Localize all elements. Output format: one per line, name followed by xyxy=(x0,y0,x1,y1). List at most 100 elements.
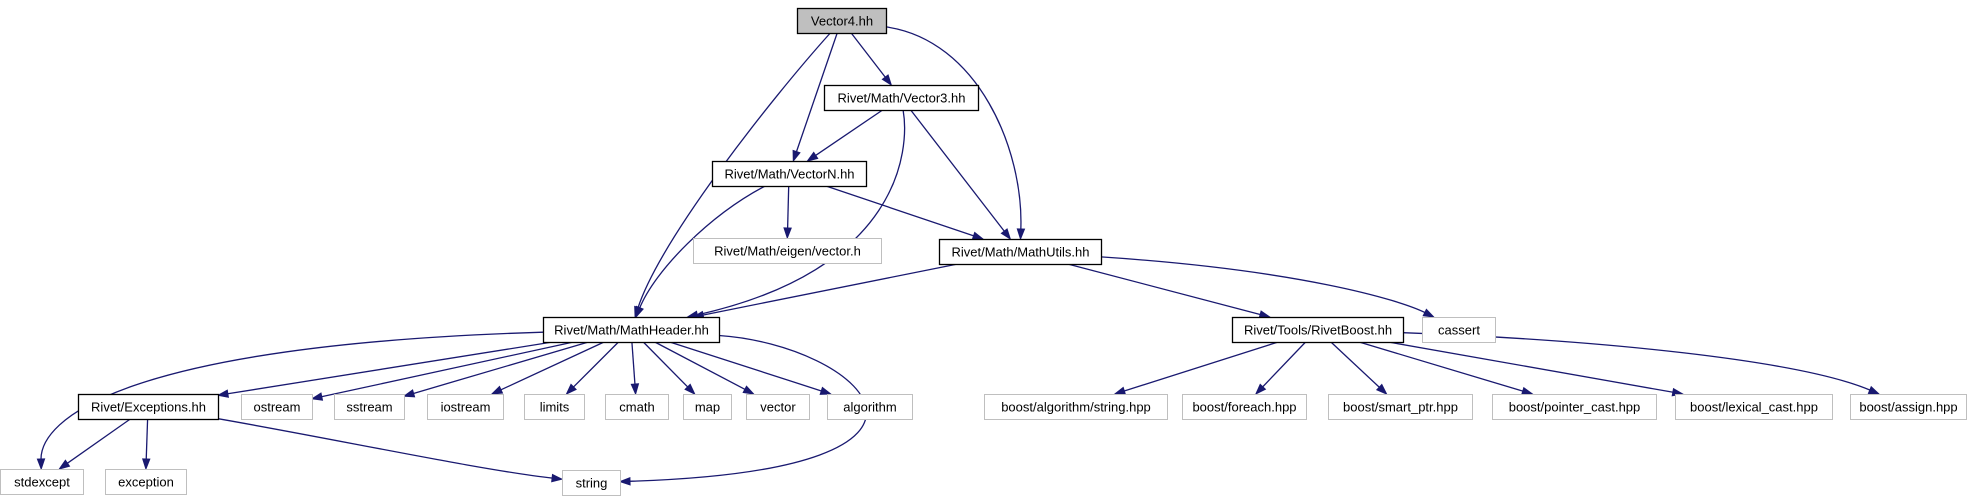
node-box xyxy=(1675,394,1833,420)
node-label: boost/pointer_cast.hpp xyxy=(1509,400,1641,415)
node-vector4[interactable]: Vector4.hh xyxy=(796,7,888,35)
node-label: Rivet/Math/MathHeader.hh xyxy=(554,323,709,338)
edge-line xyxy=(1067,263,1262,316)
node-rivetboost[interactable]: Rivet/Tools/RivetBoost.hh xyxy=(1231,316,1405,344)
node-label: cmath xyxy=(619,400,654,415)
node-string: string xyxy=(562,470,621,496)
node-ostream: ostream xyxy=(241,394,313,420)
edge-mathheader-to-map xyxy=(642,341,696,396)
edge-vector4-to-vectorn xyxy=(792,32,838,163)
edge-line xyxy=(572,341,619,389)
node-label: limits xyxy=(540,400,570,415)
edge-rivetboost-to-blexicalcast xyxy=(1388,341,1685,397)
node-bsmartptr: boost/smart_ptr.hpp xyxy=(1328,394,1473,420)
node-box xyxy=(938,238,1103,266)
node-label: sstream xyxy=(346,400,392,415)
node-box xyxy=(334,394,405,420)
node-box xyxy=(823,84,980,112)
node-label: string xyxy=(576,476,608,491)
edge-line xyxy=(850,32,887,79)
edge-exceptions-to-exception xyxy=(142,418,151,471)
edge-line xyxy=(696,109,906,316)
edge-mathutils-to-cassert xyxy=(1100,256,1436,318)
node-vector3[interactable]: Rivet/Math/Vector3.hh xyxy=(823,84,980,112)
node-box xyxy=(524,394,585,420)
edge-vector3-to-mathheader xyxy=(686,109,906,319)
node-mathutils[interactable]: Rivet/Math/MathUtils.hh xyxy=(938,238,1103,266)
edge-exceptions-to-stdexcept xyxy=(58,418,131,470)
node-label: Rivet/Tools/RivetBoost.hh xyxy=(1244,323,1392,338)
edge-line xyxy=(412,341,589,395)
arrow-head-icon xyxy=(635,305,644,319)
node-mathheader[interactable]: Rivet/Math/MathHeader.hh xyxy=(542,316,721,344)
node-stdexcept: stdexcept xyxy=(0,469,84,495)
edge-line xyxy=(814,109,883,157)
edge-mathheader-to-stdexcept xyxy=(36,331,544,471)
arrow-head-icon xyxy=(1113,386,1127,395)
node-box xyxy=(1231,316,1405,344)
node-label: boost/foreach.hpp xyxy=(1192,400,1296,415)
node-bstring: boost/algorithm/string.hpp xyxy=(984,394,1168,420)
node-box xyxy=(711,160,868,188)
node-box xyxy=(241,394,313,420)
edge-line xyxy=(1100,256,1426,314)
edge-rivetboost-to-bstring xyxy=(1113,341,1279,395)
node-label: boost/assign.hpp xyxy=(1859,400,1957,415)
node-label: stdexcept xyxy=(14,475,70,490)
node-cassert: cassert xyxy=(1422,317,1496,343)
edge-line xyxy=(638,185,766,309)
node-label: exception xyxy=(118,475,174,490)
arrow-head-icon xyxy=(1254,383,1267,396)
arrow-head-icon xyxy=(402,389,416,398)
node-box xyxy=(542,316,721,344)
arrow-head-icon xyxy=(1422,308,1436,318)
edge-line xyxy=(145,418,149,461)
node-exceptions[interactable]: Rivet/Exceptions.hh xyxy=(77,393,220,421)
arrow-head-icon xyxy=(618,476,631,486)
arrow-head-icon xyxy=(1016,228,1026,241)
arrow-head-icon xyxy=(742,385,756,395)
node-box xyxy=(827,394,913,420)
node-label: Rivet/Exceptions.hh xyxy=(91,400,206,415)
arrow-head-icon xyxy=(1000,228,1012,241)
edge-vector3-to-vectorn xyxy=(806,109,883,162)
edge-mathheader-to-vector xyxy=(654,341,756,395)
edge-mathheader-to-exceptions xyxy=(216,341,553,398)
node-box xyxy=(562,470,621,496)
edge-exceptions-to-string xyxy=(217,418,564,483)
arrow-head-icon xyxy=(310,392,324,401)
edge-mathheader-to-iostream xyxy=(490,341,605,395)
node-label: cassert xyxy=(1438,323,1480,338)
node-iostream: iostream xyxy=(427,394,504,420)
edge-rivetboost-to-bsmartptr xyxy=(1330,341,1388,396)
arrow-head-icon xyxy=(1375,383,1388,396)
node-bpointercast: boost/pointer_cast.hpp xyxy=(1492,394,1657,420)
edge-line xyxy=(226,341,553,395)
node-eigenvector: Rivet/Math/eigen/vector.h xyxy=(693,238,882,264)
node-box xyxy=(1492,394,1657,420)
arrow-head-icon xyxy=(1867,385,1881,395)
node-bforeach: boost/foreach.hpp xyxy=(1182,394,1307,420)
arrow-head-icon xyxy=(630,383,640,396)
edge-mathheader-to-algorithm xyxy=(669,341,833,395)
arrow-head-icon xyxy=(58,459,71,470)
arrow-head-icon xyxy=(551,473,564,483)
edge-mathheader-to-limits xyxy=(565,341,619,396)
edge-line xyxy=(499,341,605,391)
edge-line xyxy=(910,109,1006,233)
node-box xyxy=(1328,394,1473,420)
edge-line xyxy=(1358,341,1524,393)
edge-line xyxy=(702,263,958,316)
edges xyxy=(36,26,1881,486)
edge-vectorn-to-mathheader xyxy=(635,185,766,319)
node-blexicalcast: boost/lexical_cast.hpp xyxy=(1675,394,1833,420)
node-box xyxy=(693,238,882,264)
edge-vector3-to-mathutils xyxy=(910,109,1012,241)
node-box xyxy=(683,394,732,420)
node-bassign: boost/assign.hpp xyxy=(1850,394,1967,420)
node-box xyxy=(427,394,504,420)
edge-vector4-to-mathutils xyxy=(885,26,1026,241)
node-box xyxy=(1850,394,1967,420)
node-vectorn[interactable]: Rivet/Math/VectorN.hh xyxy=(711,160,868,188)
